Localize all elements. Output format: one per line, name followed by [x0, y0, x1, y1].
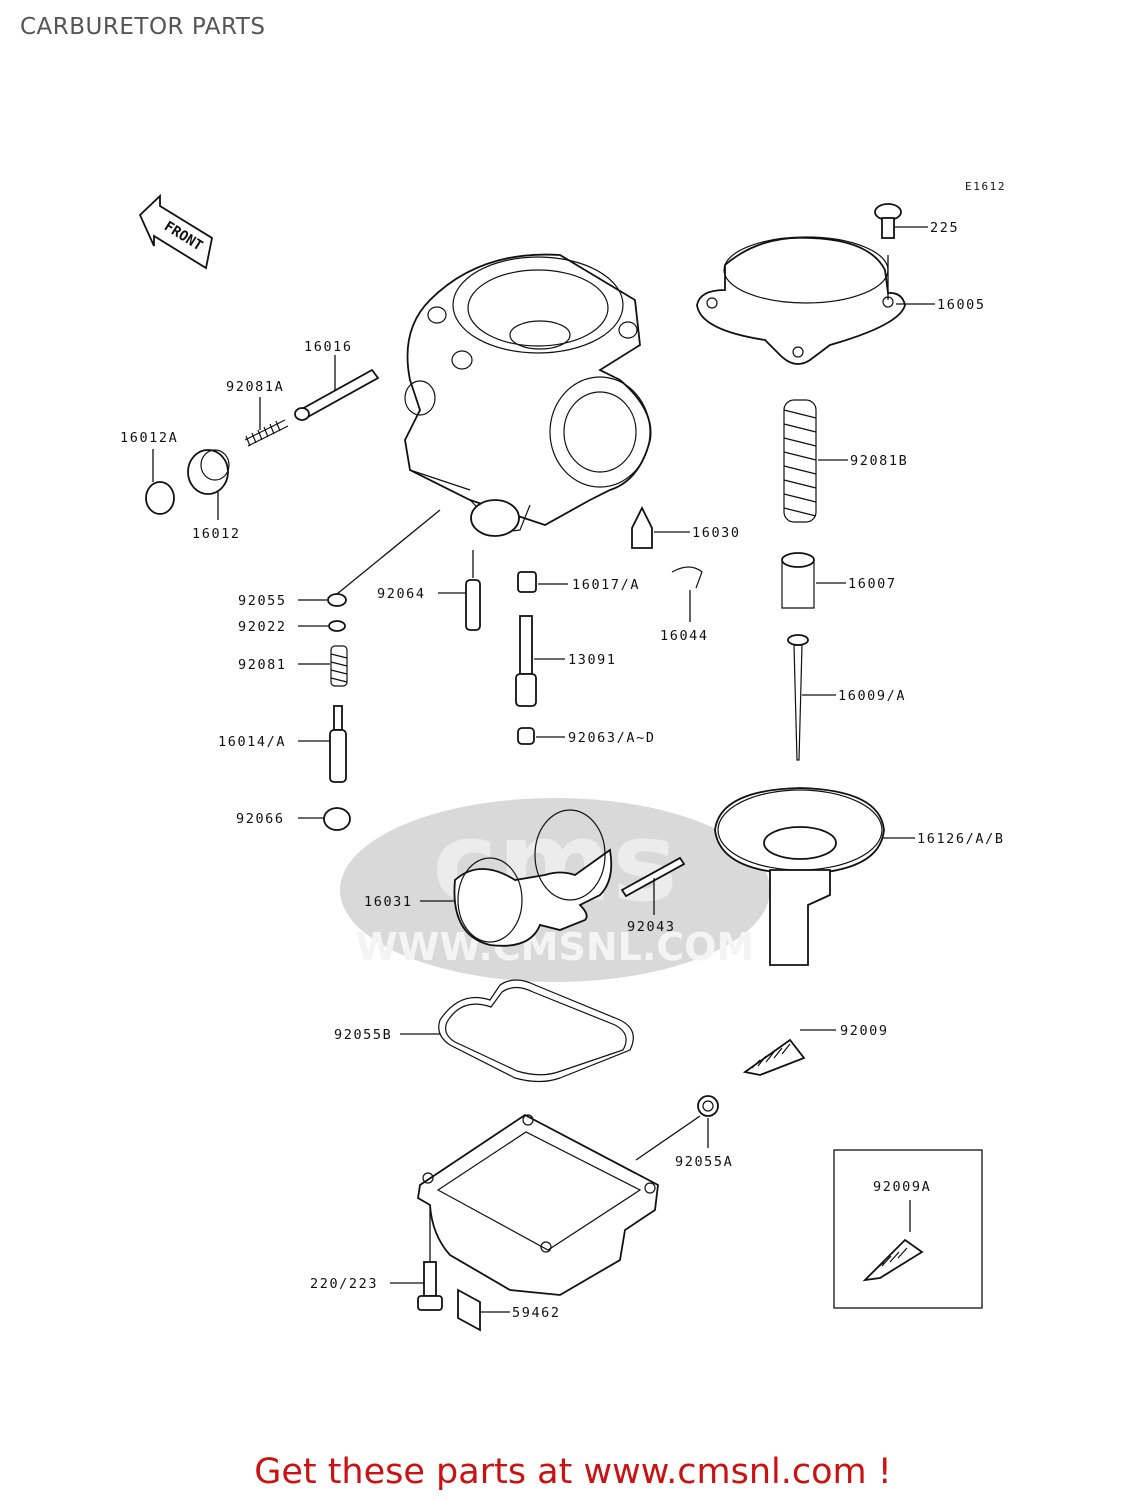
label-16017A: 16017/A: [572, 577, 640, 593]
label-16009A: 16009/A: [838, 688, 906, 704]
label-16016: 16016: [304, 339, 353, 355]
part-59462: 59462: [457, 1288, 561, 1332]
part-92066: 92066: [236, 807, 351, 831]
label-92081: 92081: [238, 657, 287, 673]
label-16014A: 16014/A: [218, 734, 286, 750]
part-92055: 92055: [238, 509, 441, 609]
part-16005: 16005: [696, 236, 986, 365]
label-225: 225: [930, 220, 959, 236]
label-92064: 92064: [377, 586, 426, 602]
footer-promo-text[interactable]: Get these parts at www.cmsnl.com !: [254, 1452, 892, 1492]
part-16044: 16044: [660, 566, 709, 644]
carburetor-body: [404, 253, 652, 537]
part-16017A: 16017/A: [517, 571, 640, 593]
label-16012: 16012: [192, 526, 241, 542]
part-220-223: 220/223: [310, 1206, 443, 1311]
part-92055B: 92055B: [334, 979, 634, 1083]
label-220-223: 220/223: [310, 1276, 378, 1292]
label-92055A: 92055A: [675, 1154, 733, 1170]
float-bowl: [417, 1113, 659, 1296]
diagram-code: E1612: [965, 180, 1006, 193]
page-title: CARBURETOR PARTS: [20, 14, 266, 40]
label-13091: 13091: [568, 652, 617, 668]
part-92064: 92064: [377, 550, 481, 631]
part-92043: 92043: [620, 856, 686, 935]
label-92063: 92063/A~D: [568, 730, 656, 746]
label-92066: 92066: [236, 811, 285, 827]
label-16005: 16005: [937, 297, 986, 313]
front-arrow-icon: FRONT: [138, 193, 214, 270]
label-16030: 16030: [692, 525, 741, 541]
part-92022: 92022: [238, 619, 346, 635]
label-92022: 92022: [238, 619, 287, 635]
part-13091: 13091: [515, 615, 617, 707]
part-92009: 92009: [742, 1023, 889, 1076]
part-92081: 92081: [238, 645, 348, 687]
label-92055: 92055: [238, 593, 287, 609]
label-16007: 16007: [848, 576, 897, 592]
part-16014A: 16014/A: [218, 705, 347, 783]
label-92043: 92043: [627, 919, 676, 935]
part-225: 225: [874, 203, 959, 239]
part-16012: 16012: [187, 449, 241, 542]
part-16030: 16030: [631, 505, 741, 549]
part-16012A: 16012A: [120, 430, 178, 515]
label-92081B: 92081B: [850, 453, 908, 469]
part-16007: 16007: [781, 552, 897, 609]
part-16031: 16031: [364, 809, 613, 947]
part-16009A: 16009/A: [787, 634, 906, 761]
part-92055A: 92055A: [635, 1095, 733, 1170]
part-16016: 16016: [294, 339, 380, 421]
label-92009: 92009: [840, 1023, 889, 1039]
label-16126: 16126/A/B: [917, 831, 1005, 847]
label-59462: 59462: [512, 1305, 561, 1321]
label-16012A: 16012A: [120, 430, 178, 446]
inset-92009A: 92009A: [833, 1149, 983, 1309]
part-92063: 92063/A~D: [517, 727, 656, 746]
part-92081A: 92081A: [226, 379, 289, 447]
label-92009A: 92009A: [873, 1179, 931, 1195]
label-16044: 16044: [660, 628, 709, 644]
label-92081A: 92081A: [226, 379, 284, 395]
watermark-url: WWW.CMSNL.COM: [356, 925, 755, 969]
part-16126: 16126/A/B: [714, 787, 1005, 966]
label-92055B: 92055B: [334, 1027, 392, 1043]
label-16031: 16031: [364, 894, 413, 910]
part-92081B: 92081B: [783, 399, 908, 523]
